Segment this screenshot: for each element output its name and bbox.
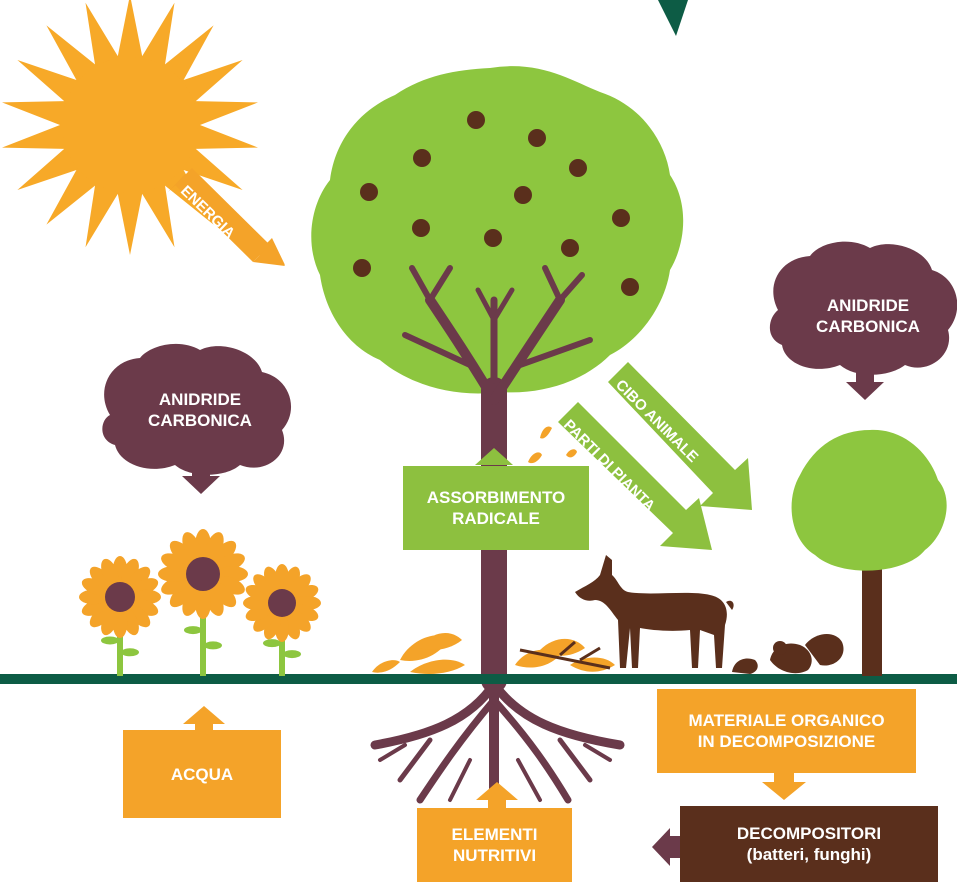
plant-parts-arrow [558,402,712,550]
energy-arrow [168,168,285,266]
decomposers-box: DECOMPOSITORI (batteri, funghi) [680,806,938,882]
fruit-tree-icon [311,66,684,693]
squirrel-icon [732,634,844,674]
ground-line [0,674,957,684]
water-arrow [183,706,225,732]
root-uptake-arrow [475,448,513,465]
decomposers-to-nutrients-arrow [652,828,682,866]
nutrients-arrow [476,782,518,808]
small-tree-icon [791,429,947,676]
deer-icon [575,555,734,668]
organic-matter-box: MATERIALE ORGANICO IN DECOMPOSIZIONE [657,689,916,773]
nutrients-box: ELEMENTI NUTRITIVI [417,808,572,882]
fallen-branch-icon [519,640,611,670]
co2-right-label: ANIDRIDE CARBONICA [816,296,920,336]
organic-to-decomposers-arrow [762,772,806,800]
carbon-dioxide-cloud-icon [102,241,957,494]
animal-food-arrow [608,362,752,510]
root-uptake-box: ASSORBIMENTO RADICALE [403,466,589,550]
co2-left-label: ANIDRIDE CARBONICA [148,390,252,430]
top-pointer-icon [658,0,688,36]
sunflower-icon [79,529,321,676]
water-box: ACQUA [123,730,281,818]
